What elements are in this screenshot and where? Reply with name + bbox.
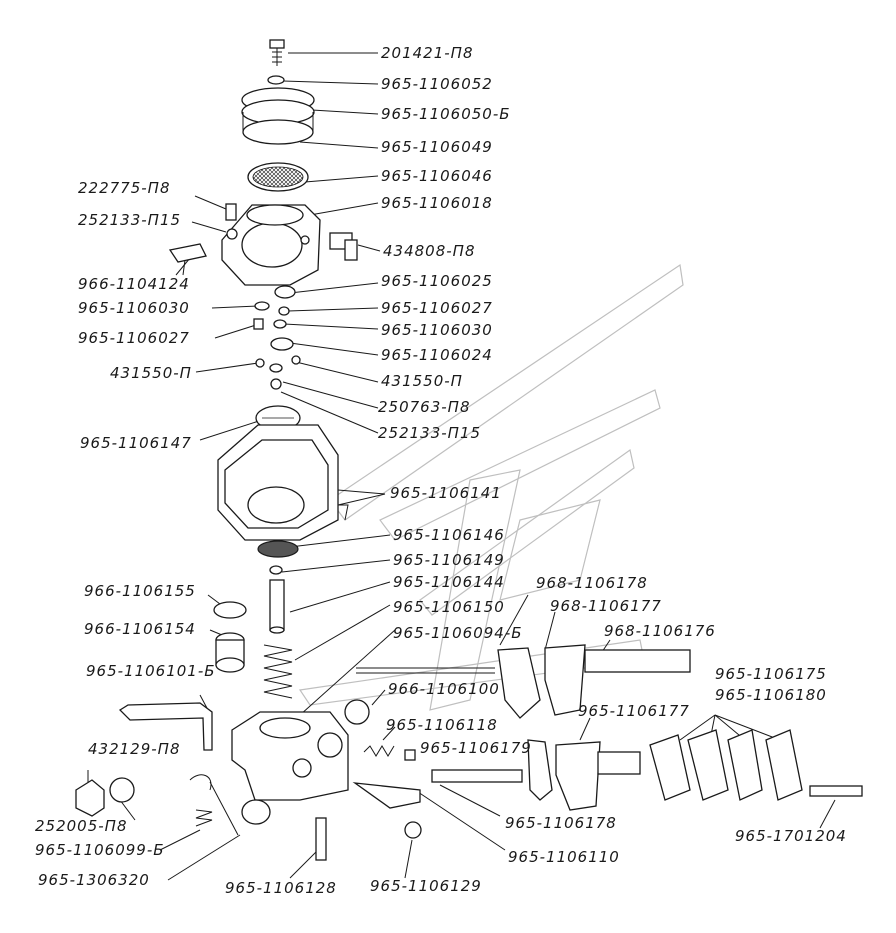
label-966-1106100: 966-1106100 <box>388 680 500 698</box>
washer-250763 <box>269 363 283 373</box>
label-965-1106147: 965-1106147 <box>80 434 192 452</box>
seal-155 <box>213 601 247 619</box>
diaphragm-147 <box>255 405 301 431</box>
label-965-1106150: 965-1106150 <box>393 598 505 616</box>
housing-141 <box>217 424 349 541</box>
label-965-1701204: 965-1701204 <box>735 827 847 845</box>
label-968-1106178-a: 968-1106178 <box>536 574 648 592</box>
label-965-1106179: 965-1106179 <box>420 739 532 757</box>
label-965-1106144: 965-1106144 <box>393 573 505 591</box>
roller-block-178 <box>497 647 541 719</box>
part-labels: 201421-П8 965-1106052 965-1106050-Б 965-… <box>35 44 847 897</box>
label-432129: 432129-П8 <box>88 740 181 758</box>
ring-lower <box>241 799 271 825</box>
label-965-1106030-a: 965-1106030 <box>78 299 190 317</box>
bushing-154 <box>215 632 245 673</box>
screw-431550-left <box>255 358 265 368</box>
fitting-left <box>168 243 207 276</box>
screw-top <box>269 39 285 66</box>
label-965-1106178-b: 965-1106178 <box>505 814 617 832</box>
label-201421: 201421-П8 <box>381 44 474 62</box>
label-431550-b: 431550-П <box>381 372 463 390</box>
label-965-1106094: 965-1106094-Б <box>393 624 523 642</box>
bushing-100 <box>344 699 370 725</box>
label-434808: 434808-П8 <box>383 242 476 260</box>
label-968-1106176: 968-1106176 <box>604 622 716 640</box>
label-965-1106025: 965-1106025 <box>381 272 493 290</box>
label-965-1106050: 965-1106050-Б <box>381 105 511 123</box>
screw-431550-right <box>291 355 301 365</box>
label-965-1106052: 965-1106052 <box>381 75 493 93</box>
diaphragm-146 <box>257 540 299 558</box>
spring-150 <box>263 644 293 699</box>
filter-mesh <box>247 162 309 192</box>
label-965-1106180: 965-1106180 <box>715 686 827 704</box>
washer-252133 <box>270 378 282 390</box>
block-177-upper <box>544 644 691 716</box>
leader-lines <box>87 52 836 881</box>
plate-179 <box>527 739 553 801</box>
gasket-025 <box>274 285 296 299</box>
label-966-1106155: 966-1106155 <box>84 582 196 600</box>
label-965-1106141: 965-1106141 <box>390 484 502 502</box>
ring-027-right <box>278 306 290 316</box>
label-965-1106046: 965-1106046 <box>381 167 493 185</box>
ring-030-left <box>254 301 270 311</box>
label-965-1106177-b: 965-1106177 <box>578 702 690 720</box>
label-965-1106027-b: 965-1106027 <box>78 329 190 347</box>
label-250763: 250763-П8 <box>378 398 471 416</box>
label-965-1106146: 965-1106146 <box>393 526 505 544</box>
nut-432129 <box>75 779 105 817</box>
washer-top <box>267 75 285 85</box>
clip-306320 <box>189 774 212 791</box>
cover <box>241 87 315 145</box>
label-965-1106101: 965-1106101-Б <box>86 662 216 680</box>
label-966-1106154: 966-1106154 <box>84 620 196 638</box>
label-965-1106024: 965-1106024 <box>381 346 493 364</box>
label-966-1104124: 966-1104124 <box>78 275 190 293</box>
label-965-1106049: 965-1106049 <box>381 138 493 156</box>
nut-129 <box>404 821 422 839</box>
label-968-1106177: 968-1106177 <box>550 597 662 615</box>
label-252005: 252005-П8 <box>35 817 128 835</box>
label-252133-b: 252133-П15 <box>378 424 481 442</box>
valve-027-left <box>253 318 264 330</box>
washer-149 <box>269 565 283 575</box>
pin-small-118 <box>404 749 416 761</box>
label-965-1106175: 965-1106175 <box>715 665 827 683</box>
label-965-1106110: 965-1106110 <box>508 848 620 866</box>
rod-144 <box>269 579 285 634</box>
label-965-1106118: 965-1106118 <box>386 716 498 734</box>
plate-024 <box>270 337 294 351</box>
label-965-1106030-b: 965-1106030 <box>381 321 493 339</box>
label-965-1106099: 965-1106099-Б <box>35 841 165 859</box>
lever-110 <box>352 782 421 809</box>
ring-030-right <box>273 319 287 329</box>
label-965-1106129: 965-1106129 <box>370 877 482 895</box>
washer-252005 <box>109 777 135 803</box>
pin-178 <box>431 769 523 783</box>
spring-118 <box>363 745 395 757</box>
label-222775: 222775-П8 <box>78 179 171 197</box>
label-965-1106128: 965-1106128 <box>225 879 337 897</box>
label-431550-a: 431550-П <box>110 364 192 382</box>
label-965-1106018: 965-1106018 <box>381 194 493 212</box>
gaskets-175-180 <box>649 729 803 801</box>
spring-099 <box>195 809 213 827</box>
stud-1701204 <box>809 785 863 797</box>
lever-101 <box>118 702 213 751</box>
pump-head <box>221 204 321 286</box>
fitting-right <box>329 232 358 261</box>
pin-128 <box>315 817 327 861</box>
label-252133-a: 252133-П15 <box>78 211 181 229</box>
label-965-1106027-a: 965-1106027 <box>381 299 493 317</box>
label-965-1106149: 965-1106149 <box>393 551 505 569</box>
label-965-1306320: 965-1306320 <box>38 871 150 889</box>
block-177-lower <box>555 741 641 811</box>
body-094 <box>231 711 349 801</box>
screw-222775 <box>225 203 237 221</box>
